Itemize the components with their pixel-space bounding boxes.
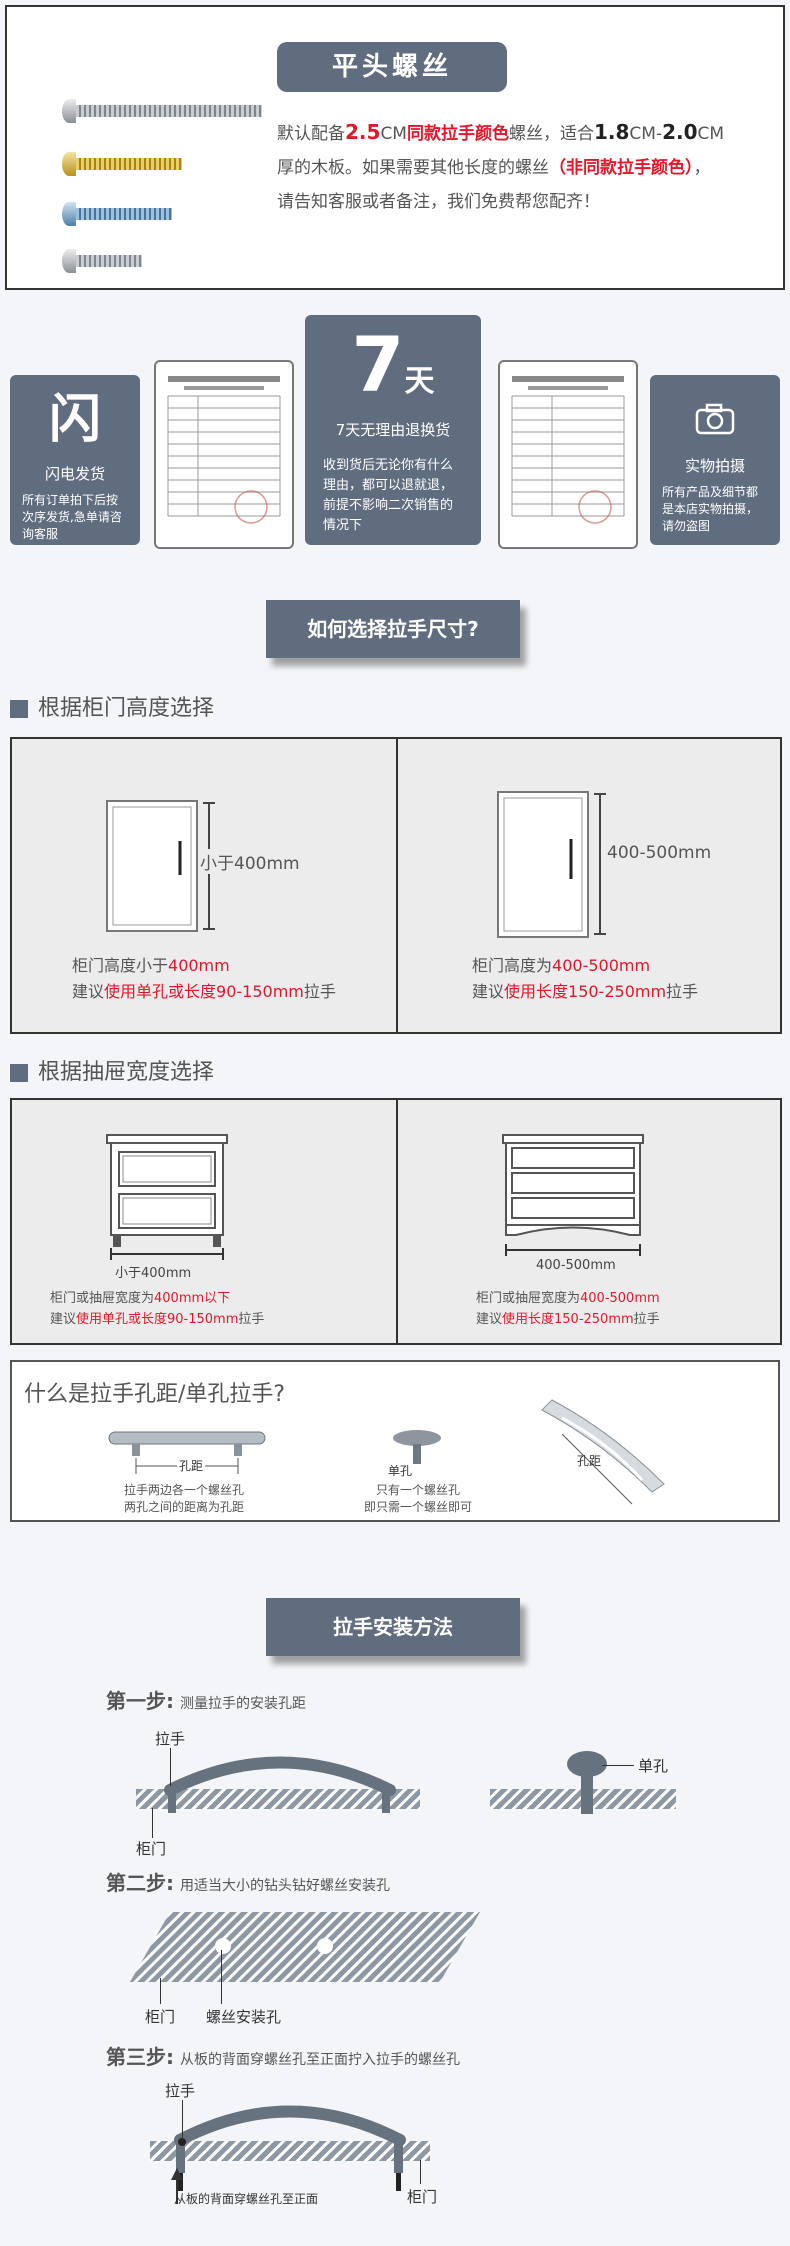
cabinet-door-small-image	[106, 800, 215, 932]
step-1-handle-leader	[170, 1748, 171, 1786]
screw-line-2: 厚的木板。如果需要其他长度的螺丝（非同款拉手颜色），	[277, 158, 711, 178]
seven-day-desc: 收到货后无论你有什么理由，都可以退就退，前提不影响二次销售的情况下	[323, 458, 454, 533]
single-hole-knob-image	[393, 1430, 441, 1464]
step-1-door-leader	[152, 1808, 153, 1838]
door-right-size-label: 400-500mm	[607, 843, 712, 863]
screw-description: 默认配备2.5CM同款拉手颜色螺丝，适合1.8CM-2.0CM 厚的木板。如果需…	[277, 115, 777, 219]
step-1-single-leader	[602, 1765, 634, 1766]
flash-delivery-card: 闪 闪电发货 所有订单拍下后按次序发货,急单请咨询客服	[10, 375, 140, 545]
dresser-image	[502, 1134, 644, 1256]
step-1-single-label: 单孔	[638, 1757, 669, 1775]
seven-day-return-card: 7天 7天无理由退换货 收到货后无论你有什么理由，都可以退就退，前提不影响二次销…	[305, 315, 481, 545]
step-1-handle-label: 拉手	[155, 1730, 186, 1748]
screw-blue-image	[62, 200, 172, 230]
screw-title: 平头螺丝	[277, 42, 507, 92]
seven-day-title: 7天无理由退换货	[335, 421, 451, 439]
drawer-right-text: 柜门或抽屉宽度为400-500mm 建议使用长度150-250mm拉手	[476, 1291, 660, 1327]
door-left-text: 柜门高度小于400mm 建议使用单孔或长度90-150mm拉手	[72, 956, 336, 1001]
step-2-hole-leader	[221, 1950, 222, 2004]
how-to-choose-banner: 如何选择拉手尺寸?	[266, 600, 520, 658]
report-document-image	[167, 376, 281, 524]
photo-title: 实物拍摄	[684, 457, 745, 475]
inspection-report-right	[498, 360, 638, 549]
step-2-door-leader	[160, 1978, 161, 2004]
step-3-handle-screw-image	[174, 2105, 406, 2191]
cabinet-door-large-image	[497, 791, 606, 938]
arched-handle-image	[541, 1399, 665, 1505]
step-3-door-leader	[420, 2160, 421, 2184]
step-3-handle-label: 拉手	[165, 2082, 196, 2100]
step-3-title: 第三步:从板的背面穿螺丝孔至正面拧入拉手的螺丝孔	[106, 2045, 460, 2069]
screw-line-1: 默认配备2.5CM同款拉手颜色螺丝，适合1.8CM-2.0CM	[277, 120, 725, 144]
drawer-right-size-label: 400-500mm	[536, 1258, 616, 1273]
install-banner: 拉手安装方法	[266, 1598, 520, 1656]
report-document-image	[511, 376, 625, 524]
step-2-hole-label: 螺丝安装孔	[206, 2008, 282, 2026]
bar-handle-image	[108, 1431, 266, 1474]
step-2-door-label: 柜门	[145, 2008, 176, 2026]
drawer-left-cell: 小于400mm 柜门或抽屉宽度为400mm以下 建议使用单孔或长度90-150m…	[12, 1100, 398, 1343]
step-1-knob-image	[567, 1751, 607, 1814]
step-3-back-label: 从板的背面穿螺丝孔至正面	[174, 2192, 319, 2206]
square-bullet-icon	[10, 700, 28, 718]
step-1-arched-handle-image	[164, 1756, 396, 1813]
door-height-table: 小于400mm 柜门高度小于400mm 建议使用单孔或长度90-150mm拉手 …	[10, 737, 782, 1034]
step-2-title: 第二步:用适当大小的钻头钻好螺丝安装孔	[106, 1871, 390, 1895]
drawer-left-text: 柜门或抽屉宽度为400mm以下 建议使用单孔或长度90-150mm拉手	[50, 1291, 265, 1327]
step-2-drilled-board-image	[130, 1912, 480, 1982]
door-left-cell: 小于400mm 柜门高度小于400mm 建议使用单孔或长度90-150mm拉手	[12, 739, 398, 1032]
step-1-door-board	[136, 1789, 420, 1809]
drawer-right-cell: 400-500mm 柜门或抽屉宽度为400-500mm 建议使用长度150-25…	[398, 1100, 780, 1343]
drawer-width-title: 根据抽屉宽度选择	[10, 1054, 214, 1086]
step-1-title: 第一步:测量拉手的安装孔距	[106, 1689, 306, 1713]
flash-desc: 所有订单拍下后按次序发货,急单请咨询客服	[22, 493, 122, 541]
single-hole-label: 单孔	[388, 1464, 413, 1478]
door-right-text: 柜门高度为400-500mm 建议使用长度150-250mm拉手	[472, 956, 699, 1001]
door-height-title: 根据柜门高度选择	[10, 690, 214, 722]
hole-distance-panel: 什么是拉手孔距/单孔拉手? 孔距 拉手两边各一个螺丝孔两孔之间的距离为孔距 单孔…	[10, 1360, 780, 1522]
inspection-report-left	[154, 360, 294, 549]
screw-short-image	[62, 247, 142, 277]
screw-silver-image	[62, 97, 262, 127]
flash-icon: 闪	[48, 390, 101, 450]
drawer-width-table: 小于400mm 柜门或抽屉宽度为400mm以下 建议使用单孔或长度90-150m…	[10, 1098, 782, 1345]
drawer-left-size-label: 小于400mm	[115, 1262, 192, 1281]
hole-distance-title: 什么是拉手孔距/单孔拉手?	[24, 1382, 286, 1407]
door-right-cell: 400-500mm 柜门高度为400-500mm 建议使用长度150-250mm…	[398, 739, 780, 1032]
hole-distance-desc-a: 拉手两边各一个螺丝孔两孔之间的距离为孔距	[124, 1483, 245, 1514]
single-hole-desc: 只有一个螺丝孔即只需一个螺丝即可	[364, 1483, 473, 1514]
step-3-handle-leader	[182, 2100, 183, 2140]
screw-panel: 平头螺丝 默认配备2.5CM同款拉手颜色螺丝，适合1.8CM-2.0CM 厚的木…	[5, 5, 785, 290]
arched-handle-hole-label: 孔距	[577, 1454, 602, 1468]
step-3-door-label: 柜门	[407, 2188, 438, 2206]
flash-title: 闪电发货	[44, 465, 105, 483]
real-photo-card: 实物拍摄 所有产品及细节都是本店实物拍摄，请勿盗图	[650, 375, 780, 545]
photo-desc: 所有产品及细节都是本店实物拍摄，请勿盗图	[662, 485, 759, 533]
camera-icon	[695, 403, 735, 435]
step-3-arrow-up-icon	[171, 2168, 183, 2180]
step-1-door-label: 柜门	[136, 1840, 167, 1858]
step-3-back-leader	[176, 2178, 178, 2204]
hole-distance-label-a: 孔距	[177, 1457, 206, 1474]
nightstand-image	[106, 1134, 228, 1260]
seven-day-number: 7天	[351, 320, 435, 409]
door-left-size-label: 小于400mm	[200, 849, 300, 874]
square-bullet-icon	[10, 1064, 28, 1082]
screw-gold-image	[62, 150, 182, 180]
screw-line-3: 请告知客服或者备注，我们免费帮您配齐！	[277, 192, 600, 212]
step-3-door-board	[150, 2141, 430, 2161]
